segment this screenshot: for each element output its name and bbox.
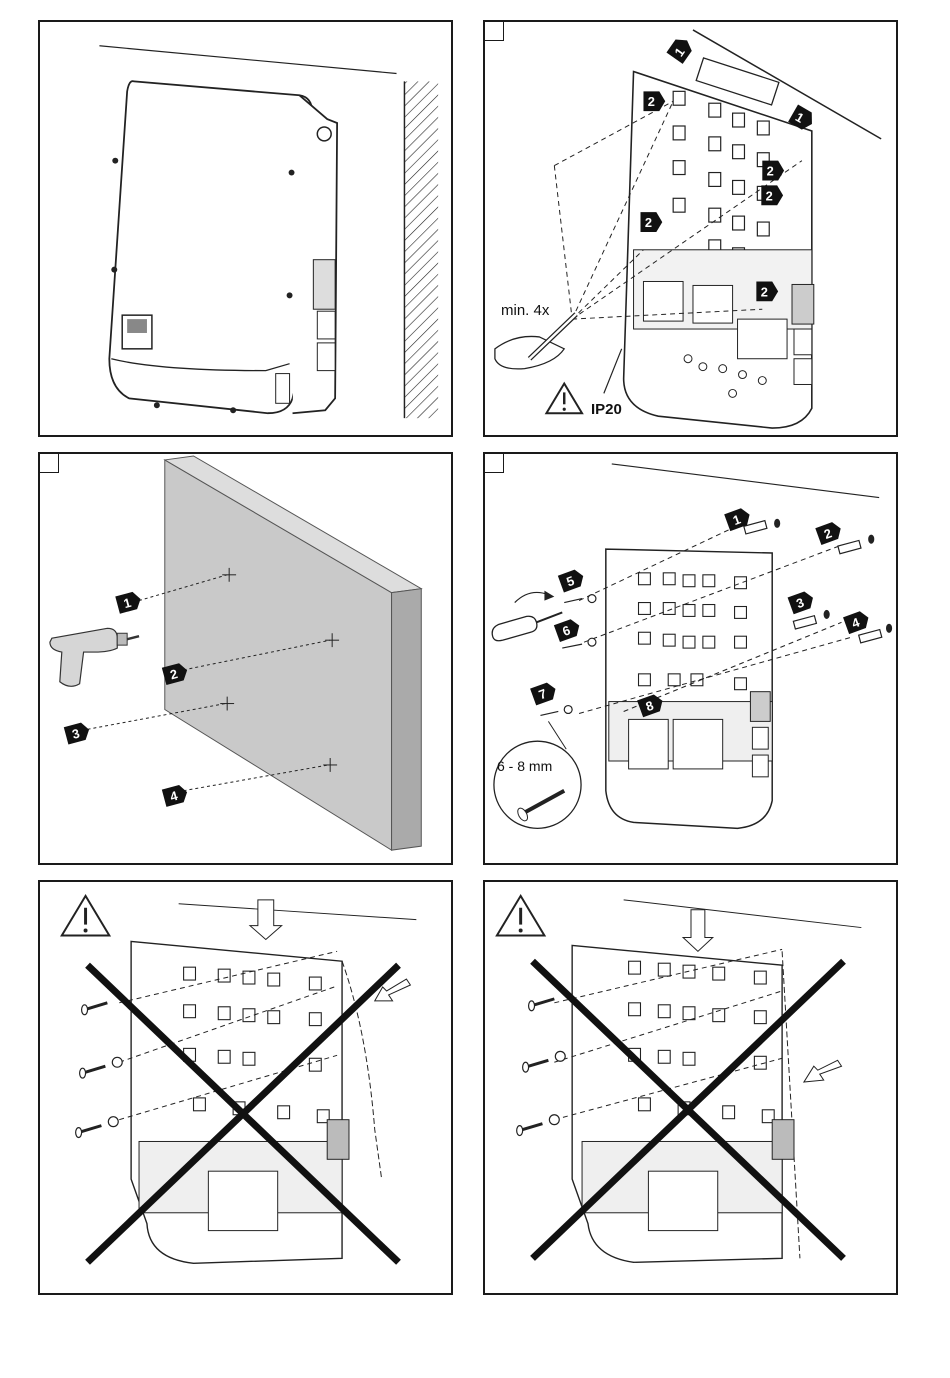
incorrect-mounting-illustration: [40, 882, 451, 1293]
wall-drilling-illustration: 1 2 3 4: [40, 454, 451, 863]
arrow-left-icon: [804, 1060, 842, 1082]
min-count-label: min. 4x: [501, 302, 549, 319]
inverter-illustration: [40, 22, 451, 435]
marker-2d: 2: [766, 188, 773, 203]
bracket-screwing-illustration: 1 2 3 4 5 6 7 8: [485, 454, 896, 863]
panel-wrong-mounting-a: [38, 880, 453, 1295]
marker-2b: 2: [767, 164, 774, 179]
incorrect-mounting-illustration: [485, 882, 896, 1293]
marker-2e: 2: [761, 284, 768, 299]
warning-icon: [546, 383, 582, 413]
panel-mounted-inverter: [38, 20, 453, 437]
warning-icon: [497, 896, 545, 936]
marker-2a: 2: [648, 94, 655, 109]
pencil-icon: [495, 314, 576, 369]
ip-rating-label: IP20: [591, 401, 622, 418]
screw-detail-callout: [494, 741, 581, 828]
drill-icon: [50, 628, 139, 686]
bracket-marking-illustration: 1 1 2 2 2 2 2: [485, 22, 896, 435]
marker-2c: 2: [645, 215, 652, 230]
arrow-down-icon: [683, 910, 713, 952]
panel-mark-holes: 1 1 2 2 2 2 2 min. 4x IP20: [483, 20, 898, 437]
panel-drill-holes: 1 2 3 4: [38, 452, 453, 865]
warning-icon: [62, 896, 110, 936]
screw-diameter-label: 6 - 8 mm: [497, 758, 552, 774]
arrow-down-icon: [250, 900, 282, 940]
panel-fix-bracket: 1 2 3 4 5 6 7 8 6 - 8 mm: [483, 452, 898, 865]
panel-wrong-mounting-b: [483, 880, 898, 1295]
screwdriver-icon: [492, 591, 562, 641]
